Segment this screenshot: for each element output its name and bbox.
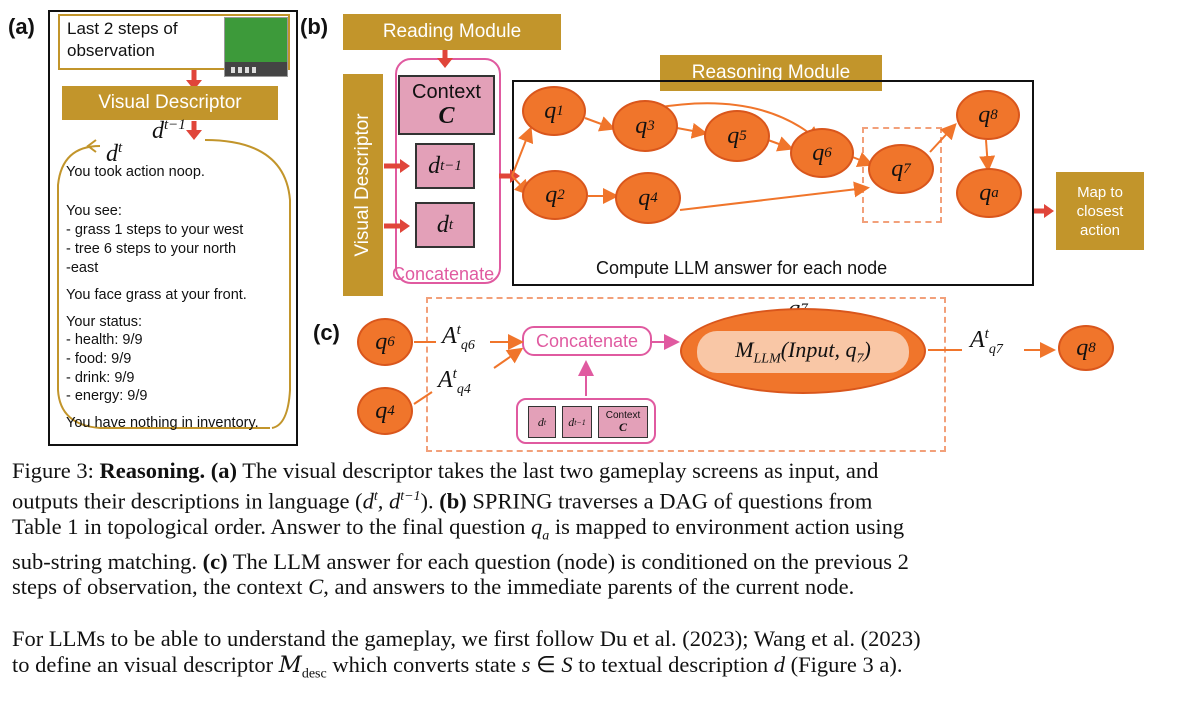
panel-b-label: (b) <box>300 14 329 39</box>
panel-c-label: (c) <box>313 320 340 345</box>
q7-highlight <box>862 127 942 223</box>
llm-formula: MLLM(Input, q7) <box>735 336 871 367</box>
figure-caption: Figure 3: Reasoning. (a) The visual desc… <box>12 458 909 600</box>
a-q4-label: Atq4 <box>438 366 471 397</box>
reasoning-module-box: Reasoning Module <box>660 55 882 91</box>
context-inputs-box <box>516 398 656 444</box>
obs-line: - drink: 9/9 <box>66 370 135 386</box>
caption-line-3: Table 1 in topological order. Answer to … <box>12 513 905 544</box>
compute-label: Compute LLM answer for each node <box>596 258 888 278</box>
a-q6-label: Atq6 <box>442 322 475 353</box>
obs-line: - health: 9/9 <box>66 332 143 348</box>
visual-descriptor-box: Visual Descriptor <box>62 86 278 120</box>
context-label: Context <box>412 81 481 103</box>
panel-c-dashed-frame <box>426 297 946 452</box>
concatenate-label: Concatenate <box>392 264 495 284</box>
body-line-1: For LLMs to be able to understand the ga… <box>12 626 921 651</box>
caption-line-2: outputs their descriptions in language (… <box>12 488 873 513</box>
c-concatenate-label: Concatenate <box>535 330 639 351</box>
panel-a-label: (a) <box>8 14 35 39</box>
obs-line: Your status: <box>66 314 143 330</box>
map-action-box: Map to closest action <box>1056 172 1144 250</box>
reading-module-box: Reading Module <box>343 14 561 50</box>
observation-box: Last 2 steps of observation <box>58 14 290 70</box>
reading-module-label: Reading Module <box>382 21 522 42</box>
caption-line-5: steps of observation, the context C, and… <box>12 574 855 599</box>
panel-b-arrows <box>384 50 1054 233</box>
obs-line: - grass 1 steps to your west <box>66 222 244 238</box>
obs-line: You have nothing in inventory. <box>66 415 259 431</box>
small-context-box: Context C <box>598 406 648 438</box>
map-action-label: Map to closest action <box>1076 183 1124 239</box>
panel-a-frame <box>48 10 298 446</box>
panel-a-arrows <box>186 70 202 140</box>
panel-c-arrows <box>413 334 1056 405</box>
body-paragraph: For LLMs to be able to understand the ga… <box>12 626 921 687</box>
visual-descriptor-label: Visual Descriptor <box>98 92 242 113</box>
reasoning-dag-frame <box>512 80 1034 286</box>
obs-line: You face grass at your front. <box>66 287 247 303</box>
context-c: C <box>438 103 455 129</box>
d-t1-label: dt−1 <box>152 117 186 144</box>
description-bracket <box>57 139 291 429</box>
caption-line-1: Figure 3: Reasoning. (a) The visual desc… <box>12 458 879 483</box>
obs-line: - food: 9/9 <box>66 351 132 367</box>
caption-line-4: sub-string matching. (c) The LLM answer … <box>12 548 909 574</box>
body-line-2: to define an visual descriptor Mdesc whi… <box>12 651 903 682</box>
context-box: Context C <box>398 75 495 135</box>
game-screen-thumbnail <box>224 17 288 77</box>
observation-title: Last 2 steps of observation <box>67 19 178 60</box>
obs-line: You took action noop. <box>66 164 205 180</box>
reasoning-module-label: Reasoning Module <box>691 62 851 83</box>
obs-line: You see: <box>66 203 122 219</box>
obs-line: - tree 6 steps to your north <box>66 241 237 257</box>
obs-line: -east <box>66 260 99 276</box>
visual-descriptor-vertical-box: Visual Descriptor <box>343 74 383 296</box>
a-q7-label: Atq7 <box>970 326 1003 357</box>
llm-inner-pill: MLLM(Input, q7) <box>697 331 909 373</box>
d-t-label: dt <box>106 140 123 167</box>
obs-line: - energy: 9/9 <box>66 388 148 404</box>
